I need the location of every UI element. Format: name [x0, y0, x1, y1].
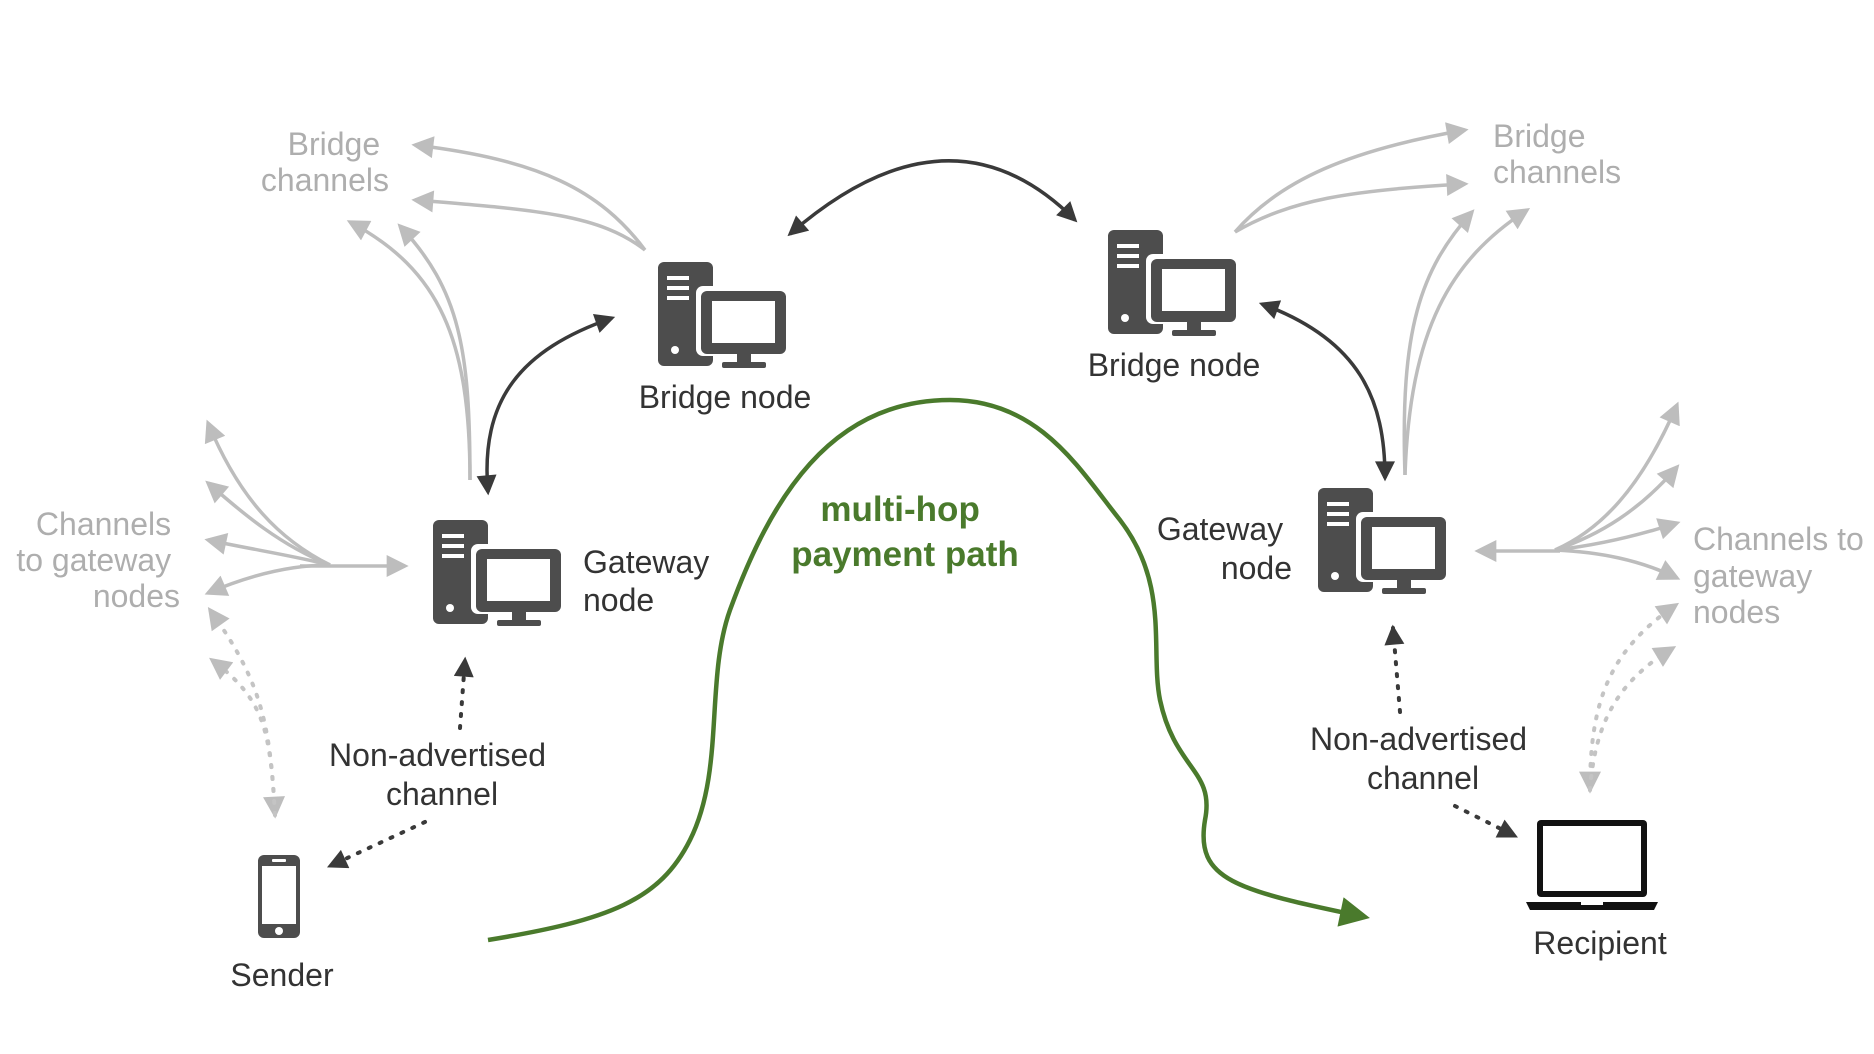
- gateway-node-left: [433, 520, 561, 626]
- gateway-node-right-label-line2: node: [1221, 550, 1292, 586]
- bridge-channel-right-3: [1402, 209, 1475, 476]
- gateway-channel-right-1: [1554, 401, 1680, 552]
- bridge-channel-left-4: [397, 223, 472, 481]
- server-icon: [1318, 488, 1446, 594]
- bridge-right-to-gateway-right-channel: [1258, 300, 1395, 482]
- gateway-channel-left-4: [204, 563, 331, 596]
- bridge-node-right-label: Bridge node: [1088, 347, 1261, 383]
- recipient-node: [1526, 820, 1658, 910]
- multi-hop-payment-path: [487, 397, 1370, 943]
- gateway-channels-right-line2: gateway: [1693, 558, 1812, 594]
- recipient-gateway-channel-2: [1588, 646, 1677, 792]
- bridge-channels-left-line1: Bridge: [288, 126, 381, 162]
- svg-text:Non-advertised channel: Non-advertised channel: [329, 737, 555, 812]
- gateway-channel-left-1: [204, 419, 331, 567]
- gateway-channel-right-3: [1554, 518, 1681, 552]
- svg-text:Channels to gateway no: Channels to gateway nodes: [16, 506, 180, 614]
- server-icon: [433, 520, 561, 626]
- gateway-channels-left-line2: to gateway: [16, 542, 171, 578]
- bridge-channel-left-3: [346, 220, 472, 481]
- gateway-channel-left-2: [205, 480, 331, 567]
- svg-text:Gateway node: Gateway node: [1157, 511, 1292, 586]
- bridge-channel-left-2: [411, 190, 647, 252]
- svg-text:Bridge channels: Bridge channels: [1493, 118, 1621, 190]
- gateway-channel-right-2: [1554, 464, 1680, 552]
- non-advertised-right-up: [1384, 624, 1405, 714]
- bridge-channels-left-line2: channels: [261, 162, 389, 198]
- bridge-node-right: [1108, 230, 1236, 336]
- gateway-channel-left-3: [204, 533, 331, 567]
- svg-text:Channels to gateway no: Channels to gateway nodes: [1693, 521, 1873, 630]
- gateway-channel-right-4: [1554, 548, 1681, 580]
- payment-path-label-line1: multi-hop: [820, 490, 979, 529]
- sender-node: [258, 855, 300, 938]
- laptop-icon: [1526, 820, 1658, 910]
- server-icon: [1108, 230, 1236, 336]
- gateway-node-left-label-line1: Gateway: [583, 544, 709, 580]
- bridge-channel-right-1: [1233, 122, 1469, 234]
- gateway-channels-left-line1: Channels: [36, 506, 171, 542]
- bridge-channel-left-1: [411, 136, 647, 252]
- bridge-channel-right-2: [1234, 173, 1469, 234]
- recipient-gateway-channel-1: [1579, 602, 1680, 794]
- payment-path-label-line2: payment path: [791, 535, 1019, 574]
- server-icon: [658, 262, 786, 368]
- sender-gateway-channel-2: [209, 657, 277, 817]
- gateway-channels-left-line3: nodes: [93, 578, 180, 614]
- non-advertised-left-up: [453, 656, 474, 730]
- gateway-left-to-bridge-left-channel: [476, 314, 616, 496]
- gateway-channels-right-line1: Channels to: [1693, 521, 1864, 557]
- non-advertised-left-line1: Non-advertised: [329, 737, 546, 773]
- bridge-to-bridge-channel: [787, 159, 1078, 237]
- non-advertised-right-down: [1453, 804, 1518, 838]
- bridge-channels-right-line2: channels: [1493, 154, 1621, 190]
- bridge-channel-right-4: [1403, 208, 1531, 476]
- smartphone-icon: [258, 855, 300, 938]
- non-advertised-left-down: [326, 820, 427, 869]
- svg-text:Non-advertised channel: Non-advertised channel: [1310, 721, 1536, 796]
- bridge-channels-right-line1: Bridge: [1493, 118, 1586, 154]
- gateway-node-right-label-line1: Gateway: [1157, 511, 1283, 547]
- non-advertised-left-line2: channel: [386, 776, 498, 812]
- gateway-node-left-label-line2: node: [583, 582, 654, 618]
- bridge-node-left-label: Bridge node: [639, 379, 812, 415]
- bridge-node-left: [658, 262, 786, 368]
- gateway-channels-right-line3: nodes: [1693, 594, 1780, 630]
- svg-text:multi-hop payment path: multi-hop payment path: [791, 490, 1019, 574]
- recipient-label: Recipient: [1533, 925, 1667, 961]
- non-advertised-right-line2: channel: [1367, 760, 1479, 796]
- sender-gateway-channel-1: [207, 607, 286, 819]
- gateway-node-right: [1318, 488, 1446, 594]
- svg-text:Bridge channels: Bridge channels: [261, 126, 389, 198]
- non-advertised-right-line1: Non-advertised: [1310, 721, 1527, 757]
- sender-label: Sender: [230, 957, 334, 993]
- svg-text:Gateway node: Gateway node: [583, 544, 718, 618]
